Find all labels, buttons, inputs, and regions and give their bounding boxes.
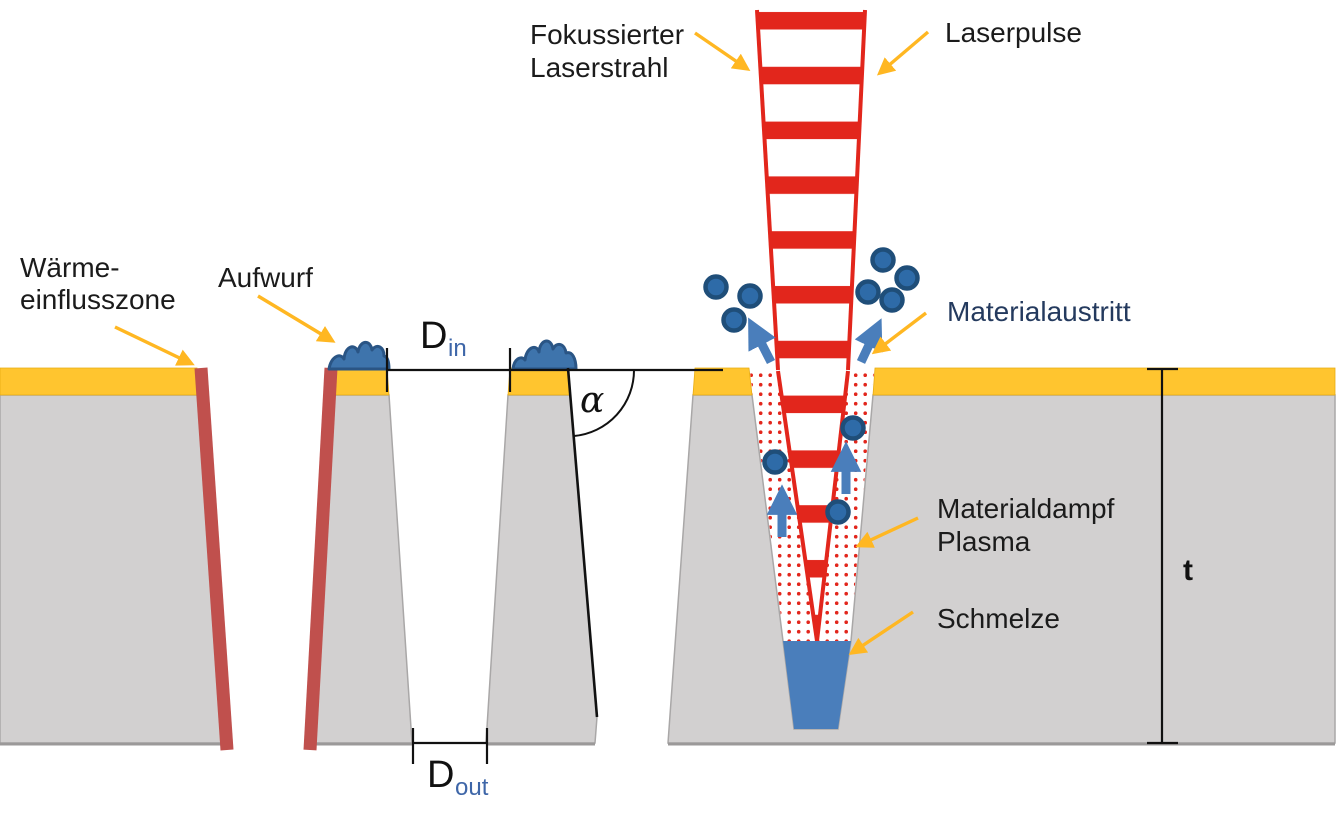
coating-strip-1 (0, 367, 200, 396)
particle (879, 287, 905, 313)
coating-strip-4 (692, 367, 753, 396)
particle (840, 415, 866, 441)
dimension-labels: D in D out α t (420, 315, 1193, 801)
ejection-arrow-up-left (748, 317, 776, 365)
ejected-particles (703, 247, 920, 525)
substrate-block-3 (485, 394, 598, 744)
particle (737, 283, 763, 309)
laser-beam-upper (757, 10, 865, 370)
particle (894, 265, 920, 291)
melt-arrow (848, 610, 914, 655)
callout-arrows (114, 30, 930, 655)
particle (762, 449, 788, 475)
particle (721, 307, 747, 333)
heat-zone-label-line1: Wärme- (20, 252, 120, 283)
beam-edge-upper-left (755, 9, 780, 371)
coating-strip-3 (507, 367, 571, 396)
thickness-label: t (1183, 554, 1193, 587)
material-ejection-label: Materialaustritt (947, 296, 1131, 327)
beam-edge-upper-right (846, 9, 867, 371)
heat-zone-arrow (114, 325, 195, 366)
material-ejection-arrow (871, 311, 928, 355)
focused-beam-label-line2: Laserstrahl (530, 52, 669, 83)
focused-beam-label-line1: Fokussierter (530, 19, 684, 50)
coating-layer (0, 367, 1336, 396)
melt-label: Schmelze (937, 603, 1060, 634)
vapor-label-line1: Materialdampf (937, 493, 1115, 524)
burr-blob-left (327, 340, 391, 371)
particle (855, 279, 881, 305)
dimension-lines (385, 348, 1178, 764)
exit-diameter-subscript: out (455, 774, 489, 801)
particle (825, 499, 851, 525)
laser-beam-lower (778, 371, 848, 641)
melt-pool (783, 641, 851, 729)
substrate-blocks (0, 394, 1336, 744)
entry-diameter-subscript: in (448, 335, 467, 362)
taper-angle-arc (573, 369, 636, 437)
taper-wall-line (566, 367, 599, 718)
particle (870, 247, 896, 273)
beam-edge-lower-left (776, 370, 819, 642)
particle (703, 274, 729, 300)
laser-pulses-arrow (876, 30, 930, 76)
ejection-arrows (748, 317, 883, 537)
focused-beam-arrow (694, 31, 751, 72)
coating-strip-5 (872, 367, 1336, 396)
burr-blob-right (511, 339, 578, 371)
burr-label: Aufwurf (218, 262, 313, 293)
heat-zone-wall-right (303, 367, 338, 751)
exit-diameter-symbol: D (427, 754, 454, 796)
ejection-arrow-up-right (854, 318, 883, 364)
coating-strip-2 (329, 367, 390, 396)
laser-pulses-label: Laserpulse (945, 17, 1082, 48)
heat-affected-zone (194, 367, 338, 751)
laser-beam (755, 9, 867, 642)
substrate-block-1 (0, 394, 227, 744)
burr-arrow (257, 294, 336, 343)
heat-zone-wall-left (194, 367, 234, 751)
heat-zone-label-line2: einflusszone (20, 284, 176, 315)
entry-diameter-symbol: D (420, 315, 447, 357)
vapor-plasma-arrow (855, 516, 919, 548)
vapor-label-line2: Plasma (937, 526, 1031, 557)
taper-angle-label: α (580, 380, 604, 421)
